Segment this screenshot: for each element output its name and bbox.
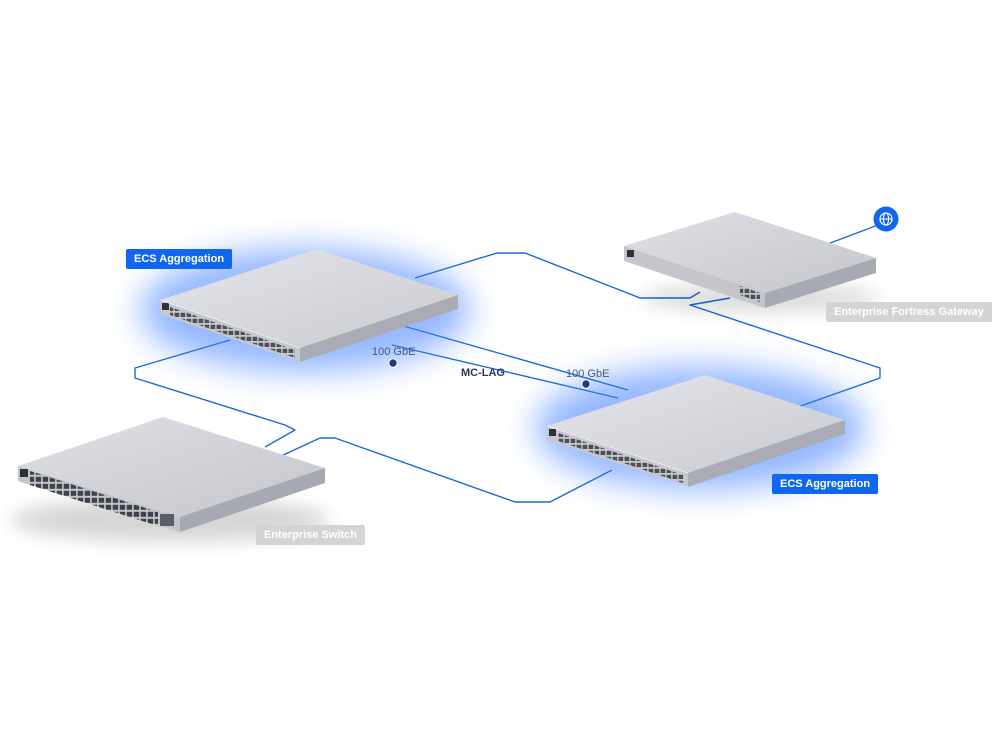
enterprise-switch-device[interactable] (10, 417, 330, 542)
label-ecs-aggregation-top: ECS Aggregation (126, 249, 233, 269)
link-speed-right: 100 GbE (566, 368, 610, 380)
console-port-icon (20, 469, 28, 477)
enterprise-fortress-gateway-device[interactable] (624, 212, 880, 312)
mc-lag-label: MC-LAG (461, 367, 505, 379)
link-speed-left: 100 GbE (372, 346, 416, 358)
link-gateway-to-internet (824, 224, 879, 246)
ecs-aggregation-switch-bottom[interactable] (546, 375, 845, 487)
console-port-icon (162, 303, 169, 310)
link-node-icon (388, 358, 591, 389)
ecs-aggregation-switch-top[interactable] (159, 249, 458, 362)
label-enterprise-fortress-gateway: Enterprise Fortress Gateway (826, 302, 992, 322)
globe-icon[interactable] (873, 206, 899, 232)
label-enterprise-switch: Enterprise Switch (256, 525, 365, 545)
link-enterprise-switch-to-ecs2 (224, 437, 613, 503)
label-ecs-aggregation-bottom: ECS Aggregation (772, 474, 879, 494)
console-port-icon (549, 429, 556, 436)
link-ecs1-to-enterprise-switch (134, 339, 296, 448)
console-port-icon (627, 250, 634, 257)
